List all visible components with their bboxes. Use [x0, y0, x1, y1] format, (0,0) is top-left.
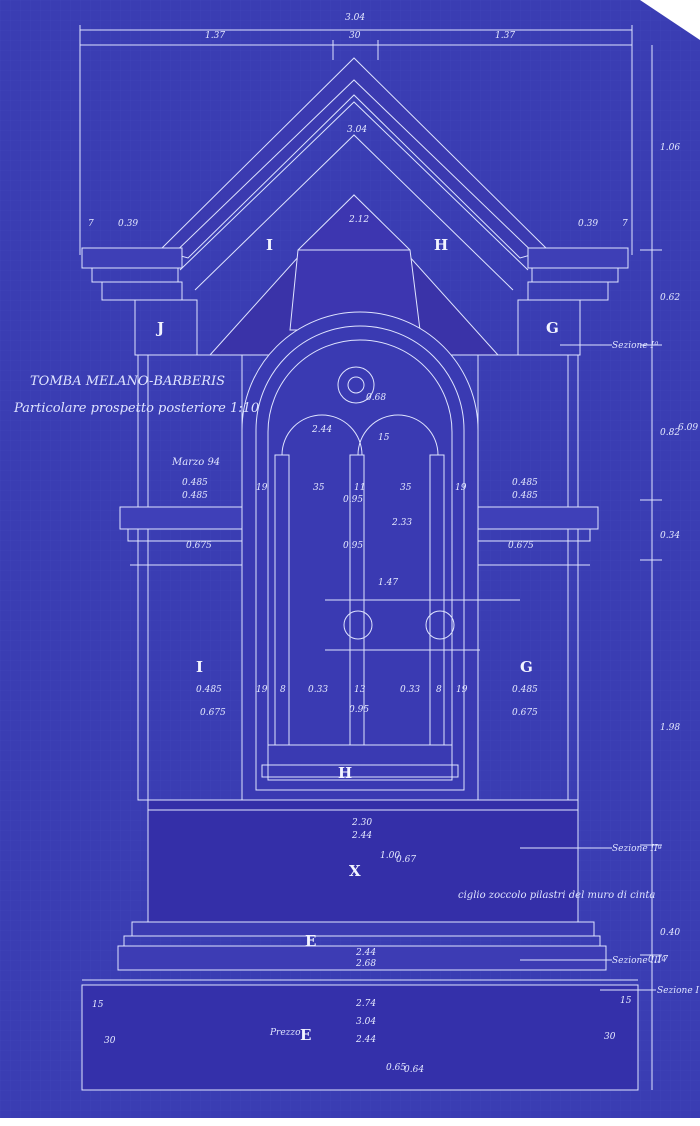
dim-col-c: 11: [354, 483, 365, 493]
section-label-1: Sezione Iª: [612, 341, 658, 351]
dim-low-right: 0.485: [512, 685, 538, 695]
dim-col-b: 35: [313, 483, 325, 493]
dim-right-3: 0.82: [660, 428, 680, 438]
dim-low-right2: 0.675: [512, 708, 538, 718]
dim-low-8b: 8: [436, 685, 442, 695]
dim-right-b: 0.485: [512, 491, 538, 501]
dim-x-w1: 2.30: [351, 818, 372, 828]
dim-top-total: 3.04: [345, 13, 365, 23]
dim-cornice-left: 0.39: [118, 219, 138, 229]
dim-x-h1: 1.00: [380, 851, 400, 861]
dim-top-mid: 30: [349, 31, 361, 41]
dim-arch-h2: 15: [378, 433, 390, 443]
dim-mid-a: 0.95: [343, 495, 363, 505]
dim-e-w1: 2.44: [355, 948, 376, 958]
dim-right-total: 6.09: [678, 423, 698, 433]
dim-shaft-h: 1.47: [378, 578, 398, 588]
dim-base-15r: 15: [620, 996, 632, 1006]
dim-base-w3: 2.44: [355, 1035, 376, 1045]
letter-g-side: G: [520, 658, 533, 676]
letter-g-top: G: [546, 319, 559, 337]
dim-base-w1: 2.74: [355, 999, 376, 1009]
dim-pediment-inner: 2.12: [348, 215, 369, 225]
dim-seven-left: 7: [88, 219, 94, 229]
dim-col-b2: 35: [400, 483, 412, 493]
dim-mid-b: 0.95: [343, 541, 363, 551]
dim-right-a: 0.485: [512, 478, 538, 488]
part-letters: J I H G I G H X E E: [155, 236, 559, 1044]
bottom-margin: [0, 1118, 700, 1126]
dim-x-w2: 2.44: [351, 831, 372, 841]
dim-low-19a: 19: [256, 685, 268, 695]
letter-h-bottom: H: [338, 764, 352, 782]
dim-col-a2: 19: [455, 483, 467, 493]
letter-h-top: H: [434, 236, 448, 254]
dim-right-5: 1.98: [660, 723, 680, 733]
section-labels: Sezione Iª Sezione IIª Sezione IIIª Sezi…: [612, 341, 700, 996]
dim-low-8a: 8: [280, 685, 286, 695]
dim-upper-h: 2.33: [391, 518, 412, 528]
dim-base-h2: 0.64: [404, 1065, 424, 1075]
dim-low-19b: 19: [456, 685, 468, 695]
letter-e-upper: E: [305, 932, 316, 950]
dim-low-033b: 0.33: [400, 685, 420, 695]
base-note: Prezzo: [269, 1028, 301, 1038]
letter-x: X: [349, 862, 361, 880]
plinth-note: ciglio zoccolo pilastri del muro di cint…: [458, 890, 655, 901]
dim-low-left: 0.485: [196, 685, 222, 695]
drawing-subtitle: Particolare prospetto posteriore 1:10: [13, 401, 259, 416]
dim-base-w2: 3.04: [356, 1017, 376, 1027]
drawing-date: Marzo 94: [171, 457, 220, 468]
dim-base-30r: 30: [604, 1032, 616, 1042]
dim-low-mid: 0.95: [349, 705, 369, 715]
dim-right-1: 1.06: [660, 143, 680, 153]
section-label-2: Sezione IIª: [612, 844, 662, 854]
dim-x-h2: 0.67: [396, 855, 416, 865]
dim-arch-h: 0.68: [366, 393, 386, 403]
dim-left-c: 0.675: [186, 541, 212, 551]
dim-right-c: 0.675: [508, 541, 534, 551]
dim-right-4: 0.34: [660, 531, 680, 541]
dim-seven-right: 7: [622, 219, 628, 229]
dim-left-b: 0.485: [182, 491, 208, 501]
dim-arch-inner: 2.44: [311, 425, 332, 435]
dim-e-h: 0.17: [648, 955, 668, 965]
dim-low-13: 13: [354, 685, 366, 695]
dim-e-w2: 2.68: [355, 959, 376, 969]
section-label-4: Sezione I: [657, 986, 700, 996]
letter-e-base: E: [300, 1026, 311, 1044]
dim-base-30l: 30: [104, 1036, 116, 1046]
dim-low-033a: 0.33: [308, 685, 328, 695]
dimension-labels: 3.04 1.37 30 1.37 3.04 2.12 0.39 0.39 7 …: [88, 13, 698, 1075]
dim-pediment: 3.04: [347, 125, 367, 135]
drawing-lines: [79, 25, 662, 1091]
dim-top-left: 1.37: [205, 31, 225, 41]
dim-low-left2: 0.675: [200, 708, 226, 718]
dim-left-a: 0.485: [182, 478, 208, 488]
letter-i-side: I: [196, 658, 203, 676]
torn-corner: [640, 0, 700, 40]
dim-right-2: 0.62: [660, 293, 680, 303]
dim-cornice-right: 0.39: [578, 219, 598, 229]
section-label-3: Sezione IIIª: [612, 956, 665, 966]
drawing-title: TOMBA MELANO-BARBERIS: [30, 374, 225, 389]
dim-base-h1: 0.65: [386, 1063, 406, 1073]
dim-top-right: 1.37: [495, 31, 515, 41]
dim-right-6: 0.40: [660, 928, 680, 938]
dim-base-15l: 15: [92, 1000, 104, 1010]
title-block: TOMBA MELANO-BARBERIS Particolare prospe…: [13, 374, 259, 468]
letter-i-top: I: [266, 236, 273, 254]
dim-col-a: 19: [256, 483, 268, 493]
letter-j: J: [155, 319, 164, 337]
notes: ciglio zoccolo pilastri del muro di cint…: [269, 890, 655, 1038]
